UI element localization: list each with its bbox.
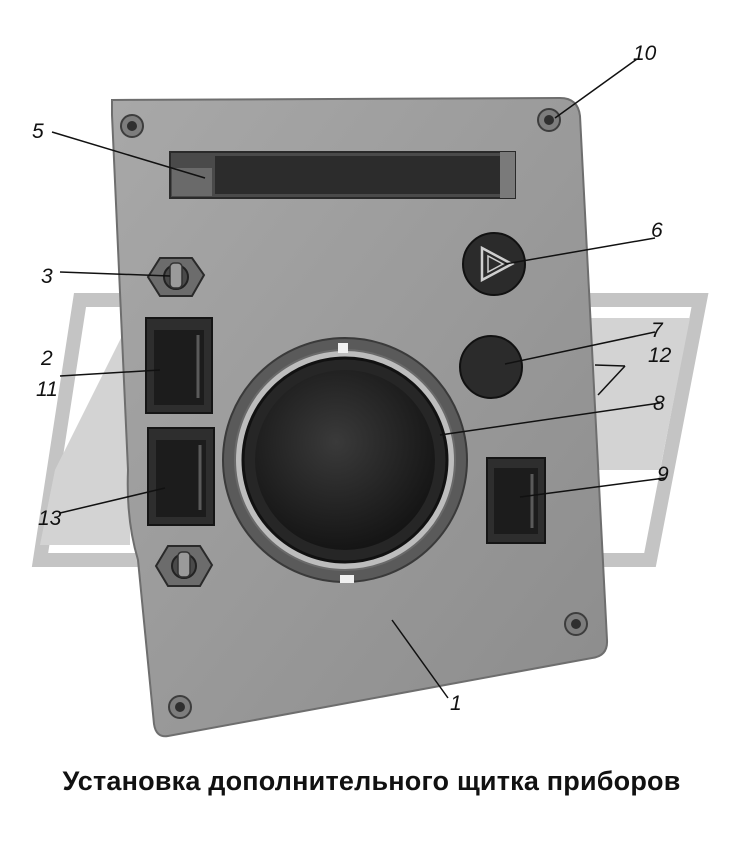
- callout-2: 2: [40, 347, 53, 370]
- leader-lines: [51, 58, 666, 699]
- toggle-switch-top[interactable]: [146, 257, 206, 297]
- mounting-screw-bottom-right: [564, 612, 588, 636]
- callout-13: 13: [38, 507, 62, 530]
- callout-labels: 5 3 2 11 13 10 6 7 12 8 9 1: [32, 42, 672, 715]
- callout-12: 12: [648, 344, 672, 367]
- rocker-switch-lower[interactable]: [147, 427, 215, 526]
- mounting-screw-bottom-left: [168, 695, 192, 719]
- callout-8: 8: [653, 392, 665, 415]
- rocker-switch-upper[interactable]: [145, 317, 213, 414]
- callout-7: 7: [651, 319, 664, 342]
- callout-5: 5: [32, 120, 44, 143]
- mounting-screw-top-right: [537, 108, 561, 132]
- callout-11: 11: [36, 378, 58, 401]
- hazard-triangle-icon: [480, 245, 515, 283]
- indicator-strip: [169, 151, 516, 199]
- gauge: [222, 337, 468, 583]
- callout-10: 10: [633, 42, 657, 65]
- mounting-screw-top-left: [120, 114, 144, 138]
- callout-1: 1: [450, 692, 462, 715]
- instrument-panel-diagram: 5 3 2 11 13 10 6 7 12 8 9 1: [31, 42, 709, 738]
- callout-9: 9: [657, 463, 669, 486]
- callout-6: 6: [651, 219, 663, 242]
- figure-caption: Установка дополнительного щитка приборов: [62, 766, 681, 796]
- hazard-button[interactable]: [462, 232, 526, 296]
- toggle-switch-bottom[interactable]: [154, 545, 214, 587]
- round-button[interactable]: [459, 335, 523, 399]
- callout-3: 3: [41, 265, 53, 288]
- rocker-switch-right[interactable]: [486, 457, 546, 544]
